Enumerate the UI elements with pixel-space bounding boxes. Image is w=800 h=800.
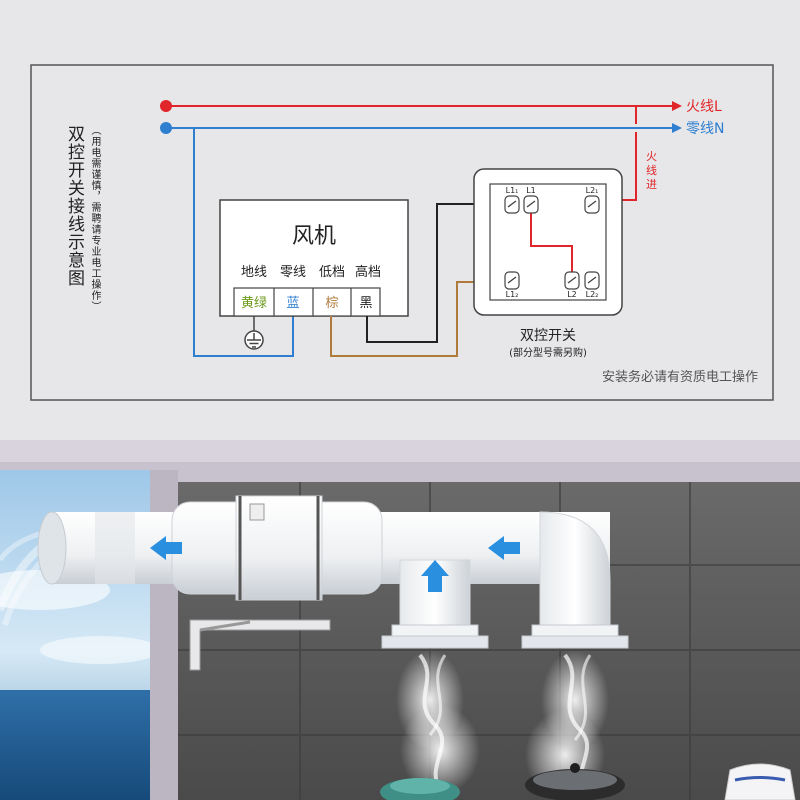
- neutral-label: 零线N: [686, 121, 724, 137]
- terminal-label-l1-1: L1₁: [506, 186, 519, 195]
- terminal-label-l1: L1: [526, 186, 536, 195]
- footer-note: 安装务必请有资质电工操作: [602, 369, 758, 385]
- teal-pot: [380, 778, 460, 800]
- wiring-diagram: 火线L 零线N 火线进 风机 地线 零线 低档 高档 黄绿 蓝 棕 黑: [30, 64, 774, 401]
- neutral-wire: [193, 128, 294, 357]
- neutral-arrow-icon: [672, 123, 682, 133]
- ground-icon: [244, 330, 264, 350]
- installation-illustration: [0, 440, 800, 800]
- fan-terminal-ground: 地线: [241, 265, 267, 280]
- screw-terminal: [584, 195, 600, 214]
- airflow-arrow-icon: [488, 536, 520, 560]
- terminal-label-l2-1: L2₁: [586, 186, 599, 195]
- color-black: 黑: [359, 296, 372, 311]
- color-blue: 蓝: [286, 296, 299, 311]
- fan-terminal-high: 高档: [355, 264, 381, 280]
- smoke-plume: [396, 650, 480, 795]
- cooking-pot: [525, 763, 625, 800]
- airflow-arrow-icon: [150, 536, 182, 560]
- color-yellow-green: 黄绿: [241, 296, 267, 311]
- diagram-title: 双控开关接线示意图: [64, 125, 84, 287]
- black-wire: [366, 203, 512, 343]
- installation-photo: [0, 440, 800, 800]
- switch-bridge-wire: [530, 211, 573, 276]
- fan-terminal-low: 低档: [319, 265, 345, 280]
- terminal-label-l2-2: L2₂: [586, 290, 599, 299]
- screw-terminal: [523, 195, 539, 214]
- terminal-label-l2: L2: [567, 290, 577, 299]
- teapot: [724, 763, 796, 800]
- sea: [0, 690, 150, 800]
- live-arrow-icon: [672, 101, 682, 111]
- fan-terminal-neutral: 零线: [280, 265, 306, 280]
- safety-note: （用电需谨慎，需聘请专业电工操作）: [89, 125, 100, 312]
- screw-terminal: [564, 271, 580, 290]
- live-label: 火线L: [686, 99, 722, 115]
- diagram-frame: [30, 64, 774, 401]
- switch-title: 双控开关: [520, 328, 576, 344]
- fan-title: 风机: [292, 224, 336, 249]
- screw-terminal: [504, 195, 520, 214]
- live-in-label: 火线进: [646, 150, 657, 191]
- fan-terminal-strip: [233, 287, 381, 317]
- switch-subtitle: (部分型号需另购): [509, 346, 587, 359]
- color-brown: 棕: [325, 296, 338, 311]
- screw-terminal: [504, 271, 520, 290]
- wiring-diagram-panel: 火线L 零线N 火线进 风机 地线 零线 低档 高档 黄绿 蓝 棕 黑: [30, 64, 774, 401]
- terminal-label-l1-2: L1₂: [506, 290, 519, 299]
- airflow-arrow-icon: [421, 560, 449, 592]
- screw-terminal: [584, 271, 600, 290]
